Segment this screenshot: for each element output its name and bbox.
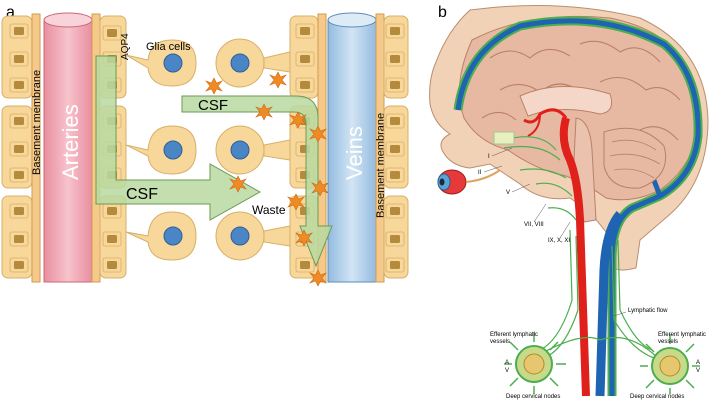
csf-label-top: CSF [198,97,228,114]
lymphatic-flow-label: Lymphatic flow [628,308,668,314]
veins-label: Veins [342,126,367,180]
efferent-left-label-1: Efferent lymphatic [490,332,538,338]
right-cell-column [383,15,409,279]
arteries-label: Arteries [58,104,83,180]
artery-top [43,12,93,28]
brainstem [573,117,597,223]
csf-arrow-bottom [95,55,262,221]
glia-cell [125,39,197,87]
csf-arrow-top [181,95,333,268]
aqp4-label: AQP4 [120,33,131,60]
efferent-right-label-1: Efferent lymphatic [658,332,706,338]
glia-cells [125,38,291,261]
panel-b: b [429,4,709,400]
artery-branch [527,113,541,137]
glia-cell [125,211,197,261]
nerve-VII-VIII-label: VII, VIII [524,222,544,228]
eye [437,169,501,195]
node-v-left-label: V [505,368,509,374]
panel-b-label: b [438,4,447,21]
glia-cell [215,211,291,261]
node-a-left-label: A [505,360,509,366]
glia-cells-label: Glia cells [146,41,191,53]
glia-cell [215,38,291,88]
basement-membrane-left-strip [31,13,41,283]
lymphatic-flow-leader [613,311,627,317]
panel-a-label: a [6,4,15,21]
cerebellum-folia [609,139,661,179]
panel-a: a Basement membrane Arteries AQP4 [1,4,409,287]
deep-nodes-right-label: Deep cervical nodes [630,394,684,400]
nerve-IX-X-XI-label: IX, X, XI [548,238,570,244]
basement-membrane-left-label: Basement membrane [31,70,43,175]
cerebellum [603,127,666,189]
efferent-right-label-2: vessels [658,339,678,345]
node-v-right-label: V [696,368,700,374]
glia-cell [215,125,291,175]
venous-sinus [455,18,701,396]
deep-cervical-node-right [640,334,700,394]
nerve-leader-lines [483,147,571,239]
artery-tube [43,19,93,283]
carotid-artery [559,116,590,397]
deep-nodes-left-label: Deep cervical nodes [506,394,560,400]
waste-label: Waste [252,203,286,217]
olfactory-bundle [493,131,515,145]
nerve-V-label: V [506,190,510,196]
csf-label-bottom: CSF [126,186,158,203]
glia-cell [125,125,197,175]
efferent-left-label-2: vessels [490,339,510,345]
deep-cervical-node-left [504,332,566,394]
jugular-vein [595,211,624,397]
vein-top [327,12,377,28]
nerve-I-label: I [488,154,490,160]
node-a-right-label: A [696,360,700,366]
left-cell-column [1,15,33,279]
lymphatic-vessels [503,136,661,361]
nerve-II-label: II [478,170,482,176]
